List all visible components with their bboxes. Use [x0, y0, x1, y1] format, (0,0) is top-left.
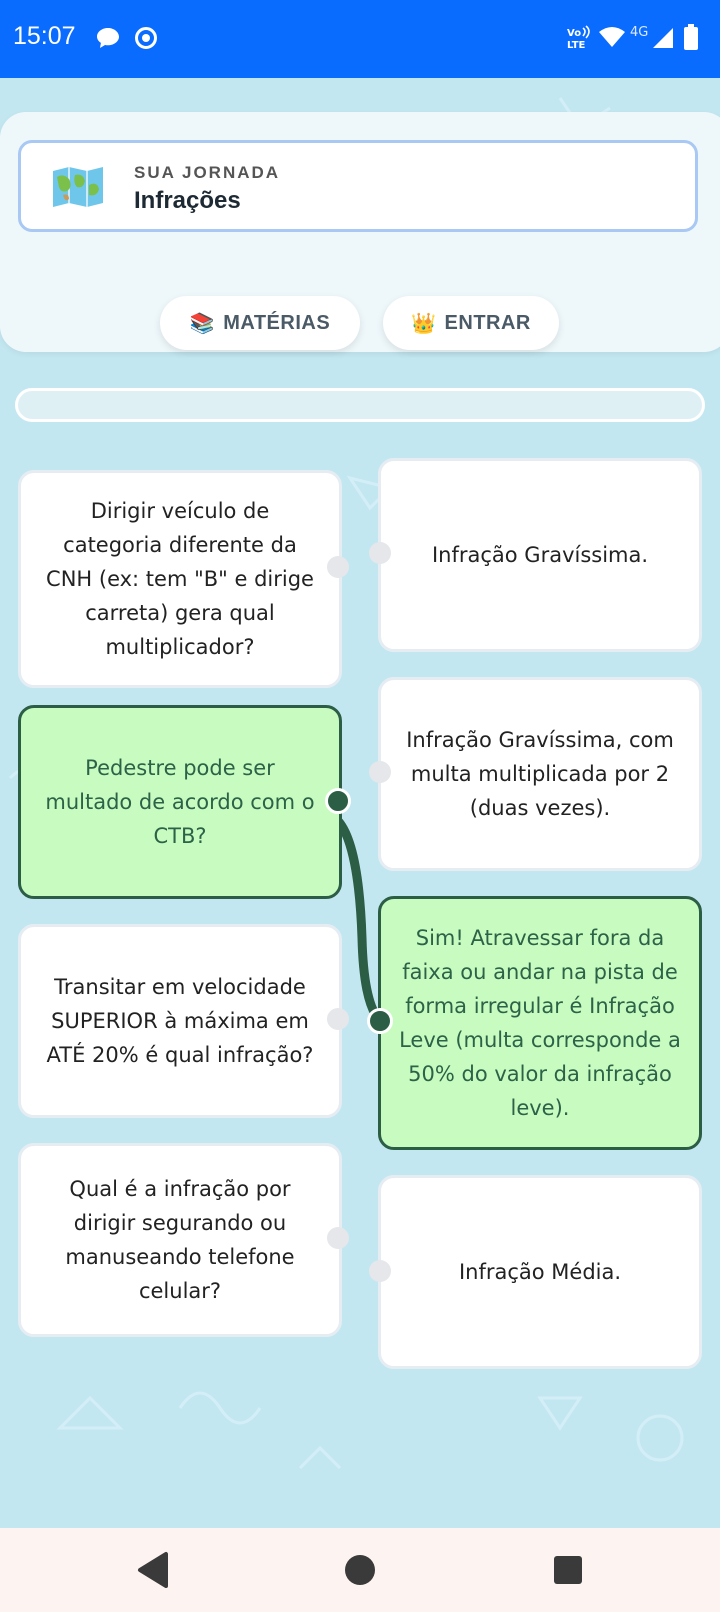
network-type: 4G [630, 25, 649, 40]
answer-dot-1[interactable] [369, 542, 391, 564]
recents-icon[interactable] [523, 1528, 613, 1612]
svg-text:Vo: Vo [567, 28, 581, 39]
chrome-icon [135, 27, 157, 49]
question-text: Dirigir veículo de categoria diferente d… [46, 499, 314, 659]
wifi-icon [599, 27, 625, 47]
app-area: SUA JORNADA Infrações 📚 MATÉRIAS 👑 ENTRA… [0, 78, 720, 1528]
question-dot-3[interactable] [327, 1008, 349, 1030]
answer-card-1[interactable]: Infração Gravíssima. [378, 458, 702, 652]
lte-label: LTE [567, 40, 586, 51]
home-icon[interactable] [315, 1528, 405, 1612]
question-card-2[interactable]: Pedestre pode ser multado de acordo com … [18, 705, 342, 899]
journey-kicker: SUA JORNADA [134, 163, 281, 182]
answer-dot-2[interactable] [369, 761, 391, 783]
back-icon[interactable] [108, 1528, 198, 1612]
question-card-4[interactable]: Qual é a infração por dirigir segurando … [18, 1143, 342, 1337]
world-map-icon [53, 167, 103, 207]
answer-card-3[interactable]: Sim! Atravessar fora da faixa ou andar n… [378, 896, 702, 1150]
header-panel: SUA JORNADA Infrações 📚 MATÉRIAS 👑 ENTRA… [0, 112, 720, 352]
answer-text: Sim! Atravessar fora da faixa ou andar n… [399, 926, 681, 1120]
question-card-1[interactable]: Dirigir veículo de categoria diferente d… [18, 470, 342, 688]
battery-icon [684, 24, 698, 50]
journey-title: Infrações [134, 187, 241, 214]
question-text: Pedestre pode ser multado de acordo com … [45, 756, 315, 848]
question-dot-4[interactable] [327, 1227, 349, 1249]
journey-card: SUA JORNADA Infrações [18, 140, 698, 232]
answer-text: Infração Gravíssima. [431, 543, 649, 567]
signal-icon [653, 28, 673, 48]
question-text: Transitar em velocidade SUPERIOR à máxim… [46, 975, 314, 1067]
question-dot-2[interactable] [325, 788, 351, 814]
status-bar: 15:07 Vo LTE 4G [0, 0, 720, 78]
materias-label: MATÉRIAS [223, 311, 331, 334]
materias-button[interactable]: 📚 MATÉRIAS [160, 296, 360, 350]
answer-text: Infração Média. [458, 1260, 622, 1284]
entrar-label: ENTRAR [444, 311, 531, 334]
status-time: 15:07 [13, 22, 76, 50]
navigation-bar [0, 1528, 720, 1612]
answer-text: Infração Gravíssima, com multa multiplic… [406, 728, 674, 820]
chat-bubble-icon [97, 28, 119, 48]
volte-icon: Vo [567, 25, 590, 39]
question-card-3[interactable]: Transitar em velocidade SUPERIOR à máxim… [18, 924, 342, 1118]
answer-card-2[interactable]: Infração Gravíssima, com multa multiplic… [378, 677, 702, 871]
answer-dot-4[interactable] [369, 1260, 391, 1282]
answer-dot-3[interactable] [367, 1008, 393, 1034]
progress-bar [15, 388, 705, 422]
entrar-button[interactable]: 👑 ENTRAR [383, 296, 559, 350]
question-dot-1[interactable] [327, 556, 349, 578]
books-icon: 📚 [189, 312, 216, 335]
question-text: Qual é a infração por dirigir segurando … [65, 1177, 295, 1303]
answer-card-4[interactable]: Infração Média. [378, 1175, 702, 1369]
crown-icon: 👑 [411, 312, 437, 335]
